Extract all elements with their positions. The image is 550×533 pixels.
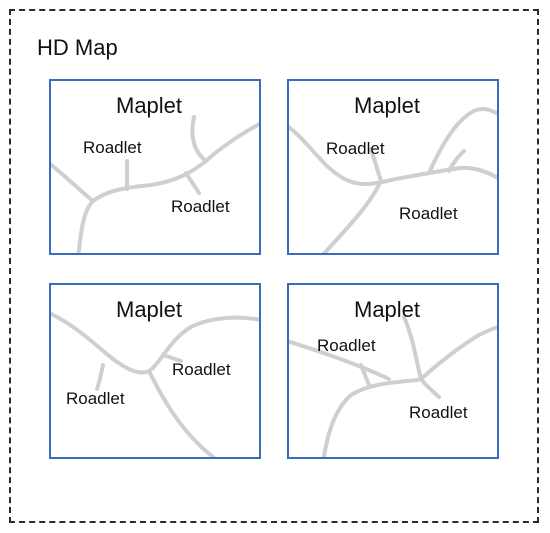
road: [427, 106, 497, 175]
maplet-bottom-left: Maplet Roadlet Roadlet: [49, 283, 261, 459]
roadlet-label: Roadlet: [317, 336, 376, 355]
road: [321, 179, 383, 253]
roadlet-label: Roadlet: [399, 204, 458, 223]
maplet-title: Maplet: [354, 297, 421, 322]
road: [289, 339, 391, 381]
road: [447, 149, 466, 173]
maplet-bottom-right: Maplet Roadlet Roadlet: [287, 283, 499, 459]
maplet-bottom-right-roads: [289, 315, 497, 457]
maplet-title: Maplet: [354, 93, 421, 118]
road: [184, 171, 201, 195]
roadlet-label: Roadlet: [326, 139, 385, 158]
roadlet-label: Roadlet: [172, 360, 231, 379]
maplet-top-right: Maplet Roadlet Roadlet: [287, 79, 499, 255]
maplet-top-left: Maplet Roadlet Roadlet: [49, 79, 261, 255]
hd-map-title: HD Map: [37, 35, 118, 60]
road: [321, 377, 423, 457]
maplet-bottom-left-roads: [51, 311, 259, 457]
road: [76, 121, 259, 253]
maplet-title: Maplet: [116, 93, 183, 118]
maplet-top-left-roads: [51, 115, 259, 253]
road: [95, 363, 105, 391]
road: [419, 377, 441, 399]
road: [369, 147, 383, 183]
road: [359, 363, 371, 387]
road: [190, 115, 208, 163]
roadlet-label: Roadlet: [409, 403, 468, 422]
road: [147, 369, 217, 457]
roadlet-label: Roadlet: [83, 138, 142, 157]
hd-map-container: [9, 9, 539, 523]
road: [419, 324, 497, 381]
maplet-title: Maplet: [116, 297, 183, 322]
roadlet-label: Roadlet: [66, 389, 125, 408]
road: [402, 315, 423, 381]
road: [51, 162, 95, 203]
roadlet-label: Roadlet: [171, 197, 230, 216]
road: [161, 353, 183, 363]
maplet-top-right-roads: [289, 106, 497, 253]
road: [289, 125, 497, 187]
